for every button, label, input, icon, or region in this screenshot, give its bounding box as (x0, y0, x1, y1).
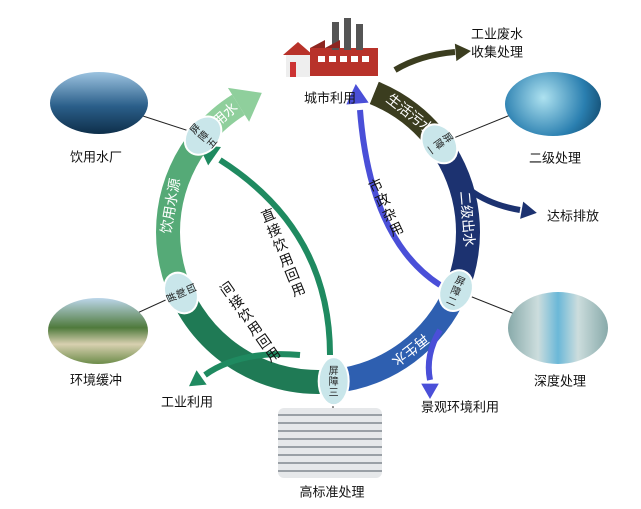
barrier-5: 屏障五 (183, 115, 223, 156)
svg-text:回: 回 (283, 266, 302, 286)
municipal-reuse-arrow (357, 109, 442, 288)
svg-text:接: 接 (265, 220, 284, 241)
svg-text:二: 二 (444, 295, 458, 309)
wastewater-collection-arrow (393, 49, 456, 73)
svg-text:杂: 杂 (380, 205, 399, 225)
reclaimed-water-segment (332, 285, 468, 394)
secondary-treatment-photo (505, 72, 601, 136)
advanced-label: 深度处理 (533, 374, 587, 390)
industrial-wastewater-label-1: 工业废水 (470, 27, 524, 43)
industrial-use-label: 工业利用 (160, 395, 214, 411)
water-plant-photo (50, 72, 148, 134)
svg-text:用: 用 (277, 251, 296, 271)
buffer-label: 环境缓冲 (69, 373, 123, 389)
segment-label: 二级出水 (456, 190, 477, 247)
svg-text:屏: 屏 (453, 274, 467, 289)
city-label: 城市利用 (303, 91, 357, 107)
arrowhead-icon (421, 383, 439, 399)
sewage-notch (359, 79, 380, 106)
source-water-segment (156, 127, 213, 298)
svg-text:用: 用 (387, 220, 406, 240)
high-standard-label: 高标准处理 (299, 485, 365, 501)
arrowhead-icon (520, 201, 537, 219)
svg-text:饮: 饮 (271, 236, 290, 256)
svg-text:障: 障 (449, 283, 463, 299)
water-plant-label: 饮用水厂 (69, 150, 123, 166)
industrial-use-arrow (203, 351, 301, 378)
discharge-arrow (468, 187, 521, 213)
potable-arrowhead (227, 87, 262, 122)
svg-text:四: 四 (185, 281, 199, 295)
svg-text:政: 政 (373, 191, 392, 211)
barrier-1: 屏障一 (420, 123, 459, 165)
svg-text:障: 障 (329, 375, 339, 388)
secondary-effluent-segment (429, 136, 481, 296)
svg-text:屏: 屏 (329, 365, 339, 377)
landscape-arrow (425, 328, 443, 381)
svg-text:障: 障 (173, 286, 189, 300)
arrowhead-icon (346, 84, 369, 105)
svg-text:三: 三 (329, 388, 339, 399)
arrowhead-icon (454, 43, 471, 62)
discharge-label: 达标排放 (546, 209, 600, 225)
barrier-2: 屏障二 (438, 269, 474, 312)
industrial-wastewater-label-2: 收集处理 (470, 45, 524, 61)
advanced-treatment-photo (508, 292, 608, 364)
svg-text:市: 市 (366, 175, 386, 196)
barrier-3: 屏障三 (317, 356, 350, 407)
buffer-photo (48, 298, 148, 364)
arrowhead-icon (188, 370, 207, 387)
svg-text:屏: 屏 (164, 290, 179, 304)
direct-potable-arrow (218, 157, 333, 356)
secondary-label: 二级处理 (528, 151, 582, 167)
landscape-label: 景观环境利用 (420, 400, 500, 416)
barrier-4: 屏障四 (163, 271, 199, 315)
high-standard-photo (278, 408, 382, 478)
svg-text:直: 直 (259, 205, 278, 226)
factory-icon (283, 18, 378, 77)
svg-text:用: 用 (289, 280, 308, 300)
